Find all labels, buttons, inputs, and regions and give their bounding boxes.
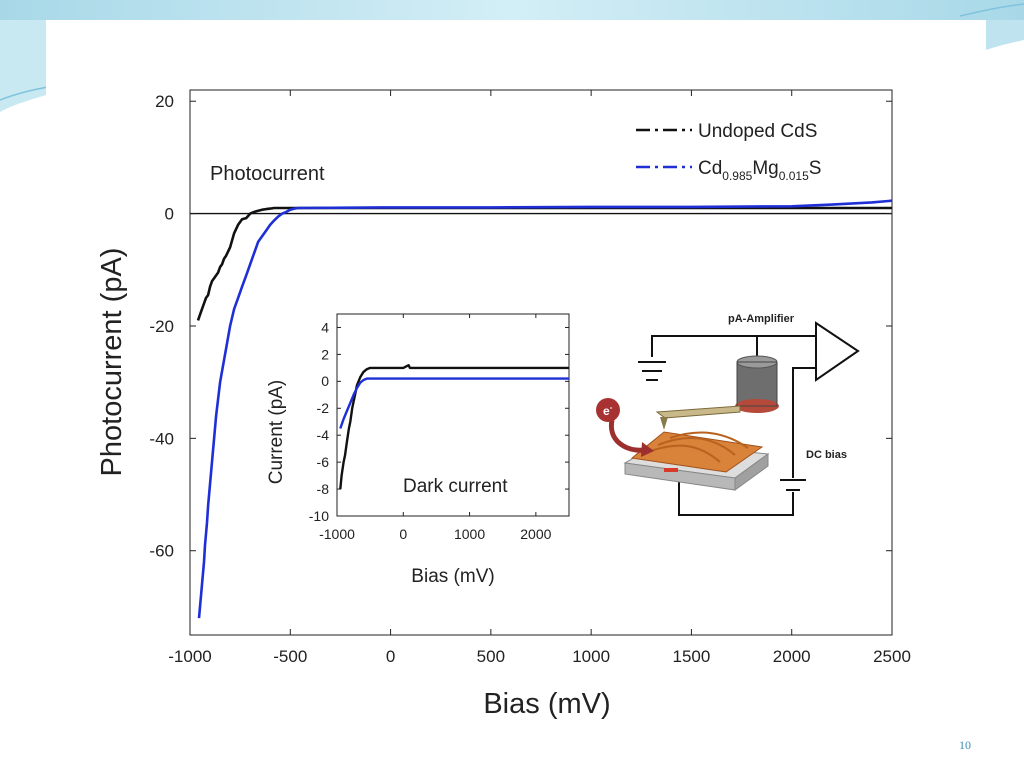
inset-plot-frame bbox=[336, 313, 570, 517]
probe-tip bbox=[660, 417, 668, 430]
amplifier-symbol bbox=[815, 321, 860, 382]
y-tick-label: -4 bbox=[317, 427, 330, 443]
x-tick-label: -500 bbox=[273, 647, 307, 666]
y-tick-label: -40 bbox=[149, 429, 174, 448]
ground-wire bbox=[651, 335, 818, 357]
legend-label-undoped: Undoped CdS bbox=[698, 121, 817, 142]
x-tick-label: 2000 bbox=[773, 647, 811, 666]
y-tick-label: 0 bbox=[321, 373, 329, 389]
y-tick-label: -10 bbox=[309, 508, 329, 524]
inset-series bbox=[339, 364, 569, 490]
series-line bbox=[339, 364, 569, 490]
x-tick-label: 1000 bbox=[572, 647, 610, 666]
x-tick-label: 2000 bbox=[520, 526, 551, 542]
dc-bias-label: DC bias bbox=[806, 449, 847, 461]
y-tick-label: -6 bbox=[317, 454, 330, 470]
legend-label-doped: Cd0.985Mg0.015S bbox=[698, 158, 821, 183]
inset-xlabel: Bias (mV) bbox=[411, 566, 494, 587]
inset-ticks: -1000 0 1000 2000 4 2 0 -2 -4 -6 -8 -10 bbox=[309, 314, 569, 542]
right-swoosh-line bbox=[959, 3, 1024, 17]
y-tick-label: -60 bbox=[149, 542, 174, 561]
cantilever bbox=[655, 405, 741, 419]
sample bbox=[623, 431, 770, 491]
x-tick-label: 0 bbox=[386, 647, 395, 666]
series-line bbox=[339, 377, 569, 429]
y-tick-label: -2 bbox=[317, 400, 330, 416]
x-tick-label: -1000 bbox=[168, 647, 211, 666]
dc-source-symbol bbox=[780, 479, 806, 491]
x-tick-label: -1000 bbox=[319, 526, 355, 542]
y-tick-label: -8 bbox=[317, 481, 330, 497]
page-number: 10 bbox=[959, 738, 971, 752]
amplifier-label: pA-Amplifier bbox=[728, 313, 795, 325]
main-xlabel: Bias (mV) bbox=[483, 688, 610, 720]
electron: e- bbox=[596, 398, 654, 457]
right-swoosh bbox=[986, 20, 1024, 50]
main-series bbox=[196, 199, 893, 619]
x-tick-label: 1500 bbox=[673, 647, 711, 666]
main-annotation: Photocurrent bbox=[210, 163, 325, 185]
y-tick-label: 4 bbox=[321, 319, 329, 335]
main-ylabel: Photocurrent (pA) bbox=[96, 248, 128, 477]
legend: Undoped CdS Cd0.985Mg0.015S bbox=[636, 121, 821, 183]
x-tick-label: 1000 bbox=[454, 526, 485, 542]
measurement-schematic: pA-Amplifier DC bias e- bbox=[596, 313, 860, 516]
inset-ylabel: Current (pA) bbox=[266, 380, 287, 485]
bias-return-wire bbox=[678, 478, 794, 516]
legend-item-doped: Cd0.985Mg0.015S bbox=[636, 158, 821, 183]
electron-label: e- bbox=[603, 403, 613, 418]
x-tick-label: 2500 bbox=[873, 647, 911, 666]
top-band bbox=[0, 0, 1024, 20]
y-tick-label: 0 bbox=[165, 205, 174, 224]
x-tick-label: 500 bbox=[477, 647, 505, 666]
series-line bbox=[196, 206, 892, 321]
legend-item-undoped: Undoped CdS bbox=[636, 121, 817, 142]
series-line bbox=[197, 199, 893, 619]
x-tick-label: 0 bbox=[399, 526, 407, 542]
amp-output-wire bbox=[792, 367, 818, 478]
y-tick-label: -20 bbox=[149, 317, 174, 336]
inset-annotation: Dark current bbox=[403, 476, 508, 497]
y-tick-label: 2 bbox=[321, 346, 329, 362]
y-tick-label: 20 bbox=[155, 92, 174, 111]
probe-holder bbox=[735, 355, 779, 413]
inset-chart: -1000 0 1000 2000 4 2 0 -2 -4 -6 -8 -10 Dark curren… bbox=[266, 313, 570, 587]
ground-symbol bbox=[638, 361, 666, 381]
